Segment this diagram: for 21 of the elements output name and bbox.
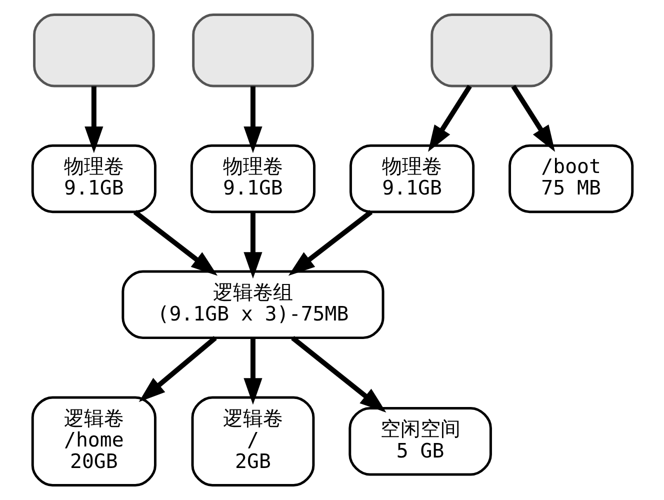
arrow — [243, 338, 262, 405]
node-box: 空闲空间 5 GB — [348, 406, 492, 476]
node-box: 物理卷 9.1GB — [190, 144, 316, 214]
node-box — [430, 14, 552, 88]
arrow — [84, 86, 103, 154]
arrow — [243, 86, 262, 154]
node-box — [32, 14, 154, 88]
arrow — [138, 336, 216, 402]
arrow — [510, 84, 555, 152]
arrow — [290, 336, 386, 413]
node-box: /boot 75 MB — [508, 144, 634, 214]
arrow — [288, 210, 372, 276]
node-box — [192, 14, 314, 88]
node-box: 物理卷 9.1GB — [348, 144, 474, 214]
arrow — [243, 212, 262, 279]
node-box: 逻辑卷 /home 20GB — [30, 396, 156, 486]
node-box: 物理卷 9.1GB — [30, 144, 156, 214]
node-box: 逻辑卷 / 2GB — [190, 396, 314, 486]
arrow — [132, 210, 218, 276]
arrow — [428, 84, 472, 152]
node-box: 逻辑卷组 (9.1GB x 3)-75MB — [121, 270, 384, 340]
